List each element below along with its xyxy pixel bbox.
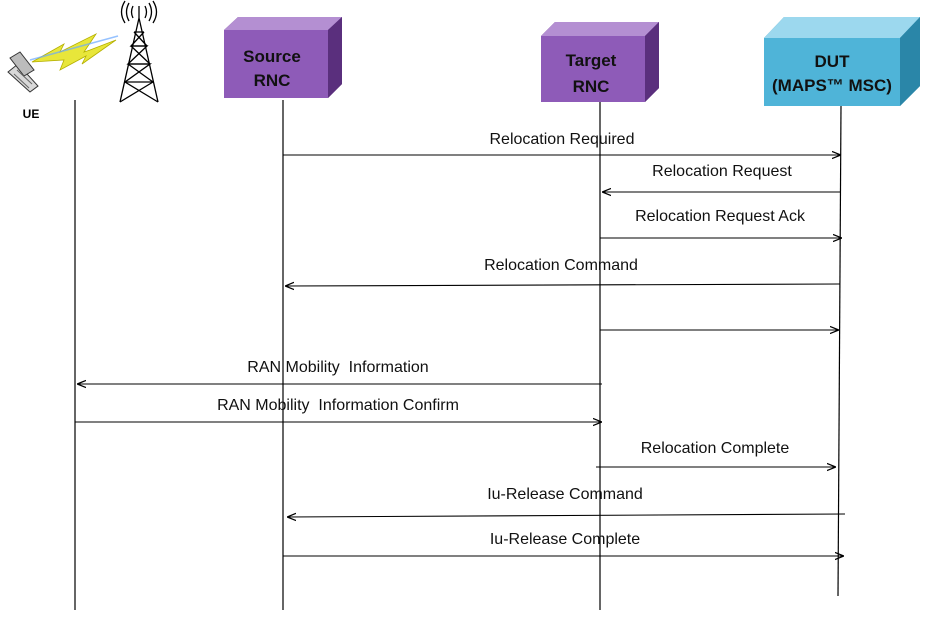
cell-tower-icon [119,0,159,103]
message-label: RAN Mobility Information [247,359,428,376]
message-ran-mobility-information: RAN Mobility Information [77,359,602,384]
dut-label-line2: (MAPS™ MSC) [772,76,892,95]
message-relocation-request: Relocation Request [602,163,841,192]
message-label: Iu-Release Command [487,486,643,503]
message-label: Relocation Required [490,131,635,148]
message-label: RAN Mobility Information Confirm [217,397,459,414]
message-arrow [285,284,841,286]
source-rnc-label-line2: RNC [254,71,291,90]
message-relocation-command: Relocation Command [285,257,841,286]
message-label: Relocation Complete [641,440,790,457]
message-iu-release-complete: Iu-Release Complete [283,531,844,556]
signal-bolt-icon [31,32,117,71]
message-relocation-complete: Relocation Complete [596,440,836,467]
message-relocation-request-ack: Relocation Request Ack [600,208,842,238]
message-label: Relocation Request Ack [635,208,806,225]
phone-icon [7,51,39,93]
signal-beam-icon [29,35,119,61]
target-rnc-box: Target RNC [541,22,659,102]
message-relocation-required: Relocation Required [283,131,841,155]
message-label: Relocation Command [484,257,638,274]
source-rnc-label-line1: Source [243,47,301,66]
message-arrow [287,514,846,517]
dut-label-line1: DUT [815,52,851,71]
message-label: Iu-Release Complete [490,531,640,548]
target-rnc-label-line1: Target [566,51,617,70]
message-ran-mobility-information-confirm: RAN Mobility Information Confirm [75,397,602,422]
message-label: Relocation Request [652,163,792,180]
source-rnc-box: Source RNC [224,17,342,98]
message-iu-release-command: Iu-Release Command [287,486,846,517]
target-rnc-label-line2: RNC [573,77,610,96]
dut-box: DUT (MAPS™ MSC) [764,17,920,106]
ue-label: UE [23,107,40,121]
dut-lifeline [837,105,842,597]
